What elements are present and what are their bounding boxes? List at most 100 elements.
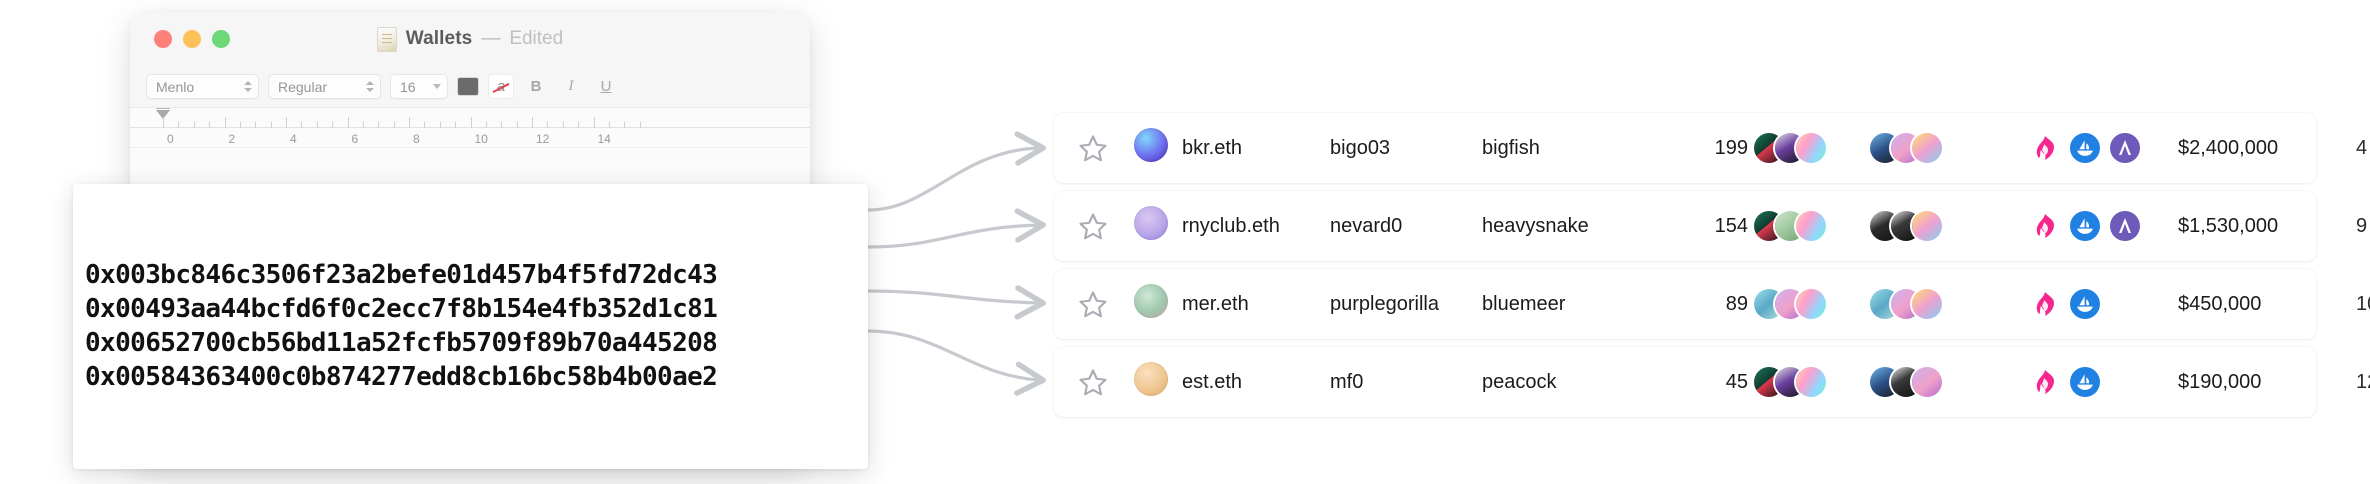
ruler-tick-minor (547, 122, 549, 128)
avatar (1134, 284, 1182, 324)
chevron-updown-icon (366, 80, 374, 93)
ruler-tick-minor (239, 122, 241, 128)
ruler-tick-minor (270, 122, 272, 128)
nft-thumbnail-group-primary[interactable] (1754, 133, 1870, 163)
async-icon[interactable] (2110, 211, 2140, 241)
ruler-tick-label: 12 (536, 132, 550, 146)
ruler-tick-minor (362, 122, 364, 128)
nft-thumbnail-group-secondary[interactable] (1870, 133, 2030, 163)
strikethrough-button[interactable]: a (488, 74, 514, 99)
highlighted-address-line[interactable]: 0x00584363400c0b874277edd8cb16bc58b4b00a… (85, 362, 718, 392)
wallet-ens-name[interactable]: rnyclub.eth (1182, 214, 1280, 237)
indent-marker-icon[interactable] (156, 108, 170, 119)
ruler-tick-label: 4 (290, 132, 297, 146)
font-style-value: Regular (278, 78, 328, 95)
nft-thumbnail-group-primary[interactable] (1754, 289, 1870, 319)
superrare-icon[interactable] (2030, 367, 2060, 397)
nft-thumb-3 (1796, 211, 1826, 241)
close-button[interactable] (154, 30, 172, 48)
ruler-tick-minor (424, 122, 426, 128)
ruler-tick-minor (562, 122, 564, 128)
wallet-ens-name[interactable]: bkr.eth (1182, 136, 1243, 159)
wallet-ens-name[interactable]: mer.eth (1182, 292, 1249, 315)
ruler-tick-label: 6 (351, 132, 359, 146)
ruler-tick-minor (439, 122, 441, 128)
avatar (1134, 362, 1182, 402)
ruler-tick-major (409, 117, 410, 128)
font-style-select[interactable]: Regular (268, 74, 381, 99)
minimize-button[interactable] (183, 30, 201, 48)
wallet-tag: peacock (1482, 370, 1557, 393)
wallet-last-activity-time: 12 hours ago (2356, 370, 2370, 393)
wallet-last-activity-time: 4 hours ago (2356, 136, 2370, 159)
superrare-icon[interactable] (2030, 211, 2060, 241)
wallet-portfolio-value: $190,000 (2178, 370, 2262, 393)
wallet-tag: bigfish (1482, 136, 1540, 159)
highlighted-address-line[interactable]: 0x00493aa44bcfd6f0c2ecc7f8b154e4fb352d1c… (85, 294, 718, 324)
async-icon[interactable] (2110, 133, 2140, 163)
wallet-last-activity-time: 9 hours ago (2356, 214, 2370, 237)
ruler-tick-major (286, 117, 287, 128)
avatar (1134, 128, 1182, 168)
ruler-tick-major (593, 117, 595, 128)
ruler-tick-label: 10 (474, 132, 488, 146)
avatar-mer (1134, 284, 1168, 318)
superrare-icon[interactable] (2030, 289, 2060, 319)
wallet-username: nevard0 (1330, 214, 1403, 237)
marketplace-icon-group (2030, 211, 2178, 241)
ruler-tick-minor (178, 122, 180, 128)
wallet-last-activity-time: 10 hours ago (2356, 292, 2370, 315)
avatar-est (1134, 362, 1168, 396)
font-family-value: Menlo (156, 78, 195, 95)
underline-button[interactable]: U (600, 78, 612, 95)
nft-thumb-6 (1912, 211, 1942, 241)
highlighted-address-line[interactable]: 0x003bc846c3506f23a2befe01d457b4f5fd72dc… (85, 260, 718, 290)
nft-thumb-3 (1796, 367, 1826, 397)
ruler-tick-minor (193, 122, 195, 128)
marketplace-icon-group (2030, 133, 2178, 163)
wallet-portfolio-value: $2,400,000 (2178, 136, 2279, 159)
favorite-star-button[interactable] (1078, 367, 1134, 397)
opensea-icon[interactable] (2070, 367, 2100, 397)
ruler-tick-minor (608, 122, 610, 128)
highlighted-address-line[interactable]: 0x00652700cb56bd11a52fcfb5709f89b70a4452… (85, 328, 718, 358)
opensea-icon[interactable] (2070, 133, 2100, 163)
chevron-updown-icon (244, 80, 252, 93)
text-color-swatch[interactable] (457, 77, 479, 96)
nft-thumbnail-group-secondary[interactable] (1870, 289, 2030, 319)
wallet-username: mf0 (1330, 370, 1364, 393)
nft-thumbnail-group-secondary[interactable] (1870, 367, 2030, 397)
superrare-icon[interactable] (2030, 133, 2060, 163)
ruler-tick-minor (255, 122, 257, 128)
ruler-tick-minor (209, 122, 211, 128)
wallet-ens-name[interactable]: est.eth (1182, 370, 1243, 393)
nft-thumbnail-group-primary[interactable] (1754, 367, 1870, 397)
table-row[interactable]: mer.ethpurplegorillabluemeer89$450,00010… (1054, 269, 2370, 339)
favorite-star-button[interactable] (1078, 289, 1134, 319)
ruler-tick-minor (301, 122, 303, 128)
formatting-toolbar: Menlo Regular 16 a B I U (130, 66, 810, 108)
ruler-tick-major (470, 117, 472, 128)
opensea-icon[interactable] (2070, 289, 2100, 319)
favorite-star-button[interactable] (1078, 133, 1134, 163)
traffic-light-group (154, 30, 230, 48)
nft-thumbnail-group-secondary[interactable] (1870, 211, 2030, 241)
ruler-tick-label: 8 (413, 132, 420, 146)
italic-button[interactable]: I (568, 78, 574, 94)
zoom-button[interactable] (212, 30, 230, 48)
font-family-select[interactable]: Menlo (146, 74, 259, 99)
nft-thumb-5 (1912, 367, 1942, 397)
wallet-item-count: 199 (1714, 136, 1748, 159)
nft-thumb-6 (1912, 289, 1942, 319)
nft-thumbnail-group-primary[interactable] (1754, 211, 1870, 241)
ruler-tick-major (347, 117, 349, 128)
bold-button[interactable]: B (530, 78, 542, 95)
favorite-star-button[interactable] (1078, 211, 1134, 241)
font-size-select[interactable]: 16 (390, 74, 448, 99)
opensea-icon[interactable] (2070, 211, 2100, 241)
